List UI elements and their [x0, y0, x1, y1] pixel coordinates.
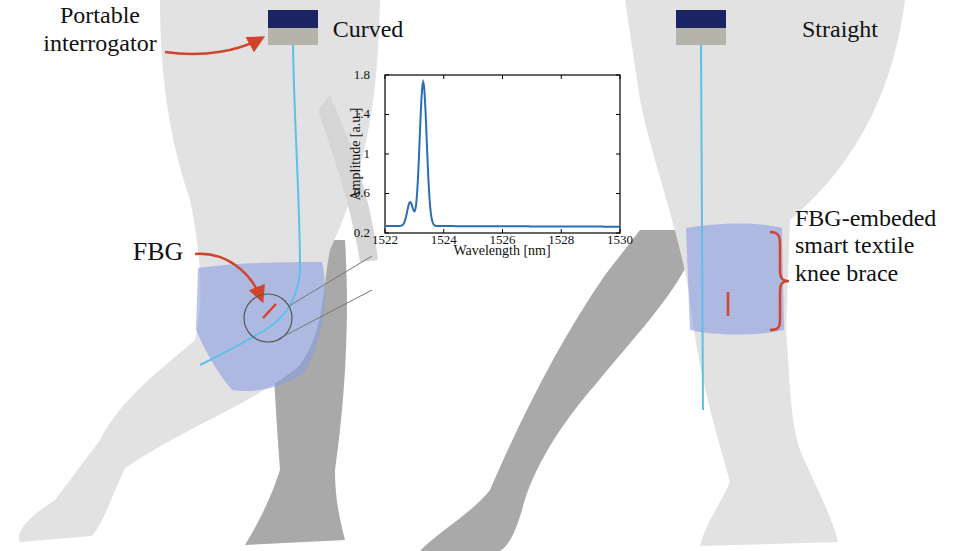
tick-label: 0.6 — [354, 186, 370, 201]
zoom-line — [289, 256, 372, 306]
tick-label: 1522 — [372, 233, 398, 248]
tick-label: 1.4 — [354, 107, 370, 122]
tick-label: 1524 — [431, 233, 457, 248]
spectrum-curve — [385, 82, 620, 226]
fbg-segment — [727, 292, 730, 316]
state-label: Straight — [802, 16, 878, 44]
optical-fiber — [200, 45, 300, 365]
part-label: FBG — [133, 237, 184, 267]
interrogator-box — [268, 10, 318, 28]
tick-label: 0.2 — [354, 226, 370, 241]
pointer-arrow — [165, 38, 262, 54]
tick-label: 1526 — [490, 233, 516, 248]
brace-bracket — [770, 232, 789, 330]
back-leg — [420, 230, 700, 551]
fbg-segment — [263, 304, 276, 318]
spectrum-chart — [385, 75, 620, 233]
interrogator-box — [676, 28, 726, 45]
state-label: Curved — [333, 16, 404, 44]
knee-brace — [686, 224, 784, 335]
part-label: FBG-embeded smart textile knee brace — [795, 205, 955, 288]
interrogator-box — [676, 10, 726, 28]
tick-label: 1530 — [607, 233, 633, 248]
device-label: Portable interrogator — [33, 2, 168, 57]
tick-label: 1 — [364, 147, 371, 162]
axis-ticks — [385, 75, 620, 233]
arm-silhouette — [318, 95, 378, 262]
plot-frame — [385, 75, 620, 233]
pointer-arrow — [195, 254, 262, 300]
zoom-line — [284, 290, 372, 336]
knee-brace — [196, 262, 325, 391]
optical-fiber — [701, 45, 703, 410]
tick-label: 1.8 — [354, 68, 370, 83]
body-silhouette — [19, 0, 380, 542]
zoom-circle — [244, 294, 292, 342]
tick-label: 1528 — [548, 233, 574, 248]
interrogator-box — [268, 28, 318, 45]
